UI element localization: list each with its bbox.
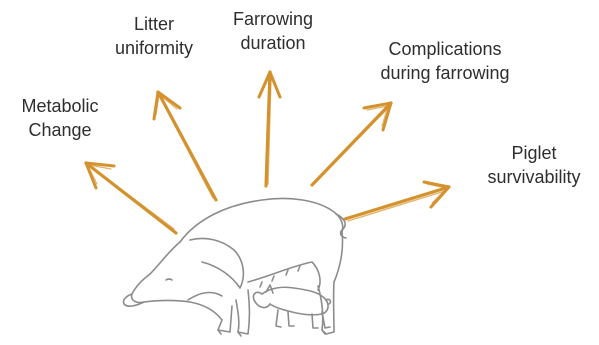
sow-eye [166,279,172,280]
arrow-piglet-survivability-icon [345,182,449,221]
sow-front-leg-right [236,290,250,334]
sow-ear [190,238,243,288]
sow-hind-leg [318,286,334,334]
sow-belly [248,262,320,290]
sow-jaw [188,293,222,300]
arrow-farrowing-duration-icon [259,72,280,186]
arrow-complications-icon [312,103,391,185]
sow-hooves [218,330,325,336]
sow-back-outline [180,199,343,243]
arrows-group [86,72,449,233]
piglet-head [253,292,270,307]
sow-rump [334,232,343,332]
arrow-litter-uniformity-icon [154,92,216,200]
sow-head [132,242,222,320]
sow-front-leg-left [218,306,232,332]
arrow-metabolic-change-icon [86,163,176,233]
